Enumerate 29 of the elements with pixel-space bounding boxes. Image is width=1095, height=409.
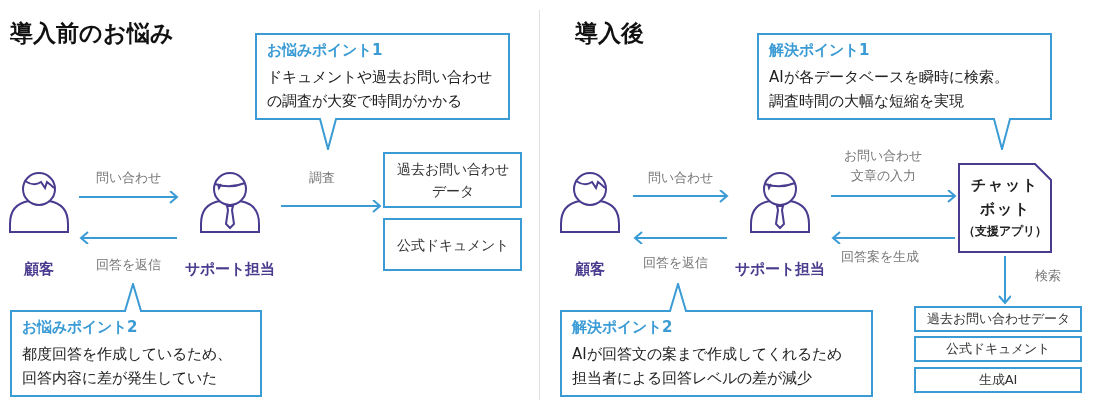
person-name: 顧客: [573, 260, 606, 279]
section-title: 導入前のお悩み: [10, 19, 174, 48]
data-source-box: 生成AI: [914, 367, 1082, 393]
arrow: [634, 231, 728, 245]
arrow: [280, 199, 381, 213]
section-title: 導入後: [575, 19, 644, 48]
arrow: [632, 189, 728, 203]
arrow: [832, 231, 956, 245]
callout-heading: お悩みポイント1: [267, 41, 383, 60]
data-source-box: 公式ドキュメント: [914, 336, 1082, 362]
callout-text: ドキュメントや過去お問い合わせの調査が大変で時間がかかる: [267, 67, 493, 112]
arrow: [998, 255, 1012, 304]
person-name: 顧客: [22, 260, 55, 279]
arrow: [78, 190, 178, 204]
callout-heading: お悩みポイント2: [22, 318, 138, 337]
app-subtitle: （支援アプリ）: [962, 223, 1048, 240]
person-name: サポート担当: [734, 260, 826, 279]
callout-text: AIが回答文の案まで作成してくれるため担当者による回答レベルの差が減少: [572, 344, 843, 389]
arrow: [80, 231, 178, 245]
data-source-box: 過去お問い合わせデータ: [914, 306, 1082, 332]
data-source-box: 過去お問い合わせデータ: [383, 152, 522, 208]
callout-text: AIが各データベースを瞬時に検索。調査時間の大幅な短縮を実現: [769, 67, 1010, 112]
app-name: チャットボット: [970, 175, 1040, 220]
callout-text: 都度回答を作成しているため、回答内容に差が発生していた: [22, 344, 233, 389]
person-name: サポート担当: [184, 260, 276, 279]
arrow: [830, 189, 956, 203]
callout-heading: 解決ポイント1: [769, 41, 870, 60]
callout-heading: 解決ポイント2: [572, 318, 673, 337]
data-source-box: 公式ドキュメント: [383, 218, 522, 271]
